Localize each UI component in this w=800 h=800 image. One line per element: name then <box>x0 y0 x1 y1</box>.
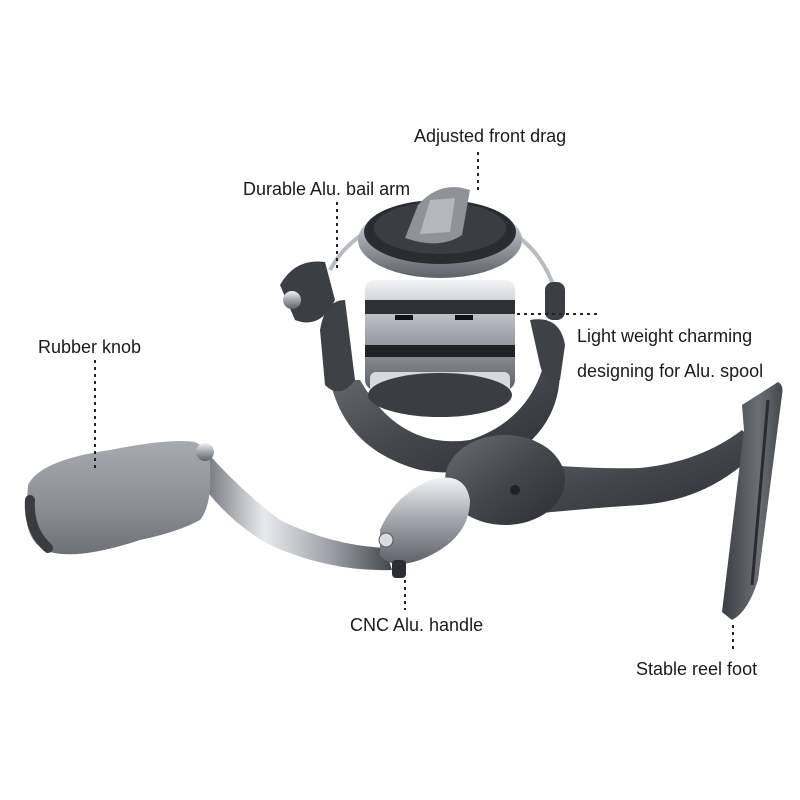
spool <box>365 280 515 417</box>
callout-durable-bail-arm: Durable Alu. bail arm <box>243 179 411 199</box>
rubber-knob <box>24 441 214 555</box>
cnc-handle <box>195 450 470 578</box>
reel-foot <box>722 382 783 620</box>
front-drag-knob <box>358 187 522 278</box>
callout-spool-line1: Light weight charming <box>577 326 753 346</box>
callout-adjusted-front-drag: Adjusted front drag <box>414 126 567 146</box>
bail-arm <box>280 212 565 323</box>
callout-reel-foot: Stable reel foot <box>636 659 758 679</box>
reel-body <box>320 300 565 525</box>
leader-lines <box>94 152 734 650</box>
callout-cnc-handle: CNC Alu. handle <box>350 615 484 635</box>
callout-spool-line2: designing for Alu. spool <box>577 361 764 381</box>
callout-rubber-knob: Rubber knob <box>38 337 142 357</box>
